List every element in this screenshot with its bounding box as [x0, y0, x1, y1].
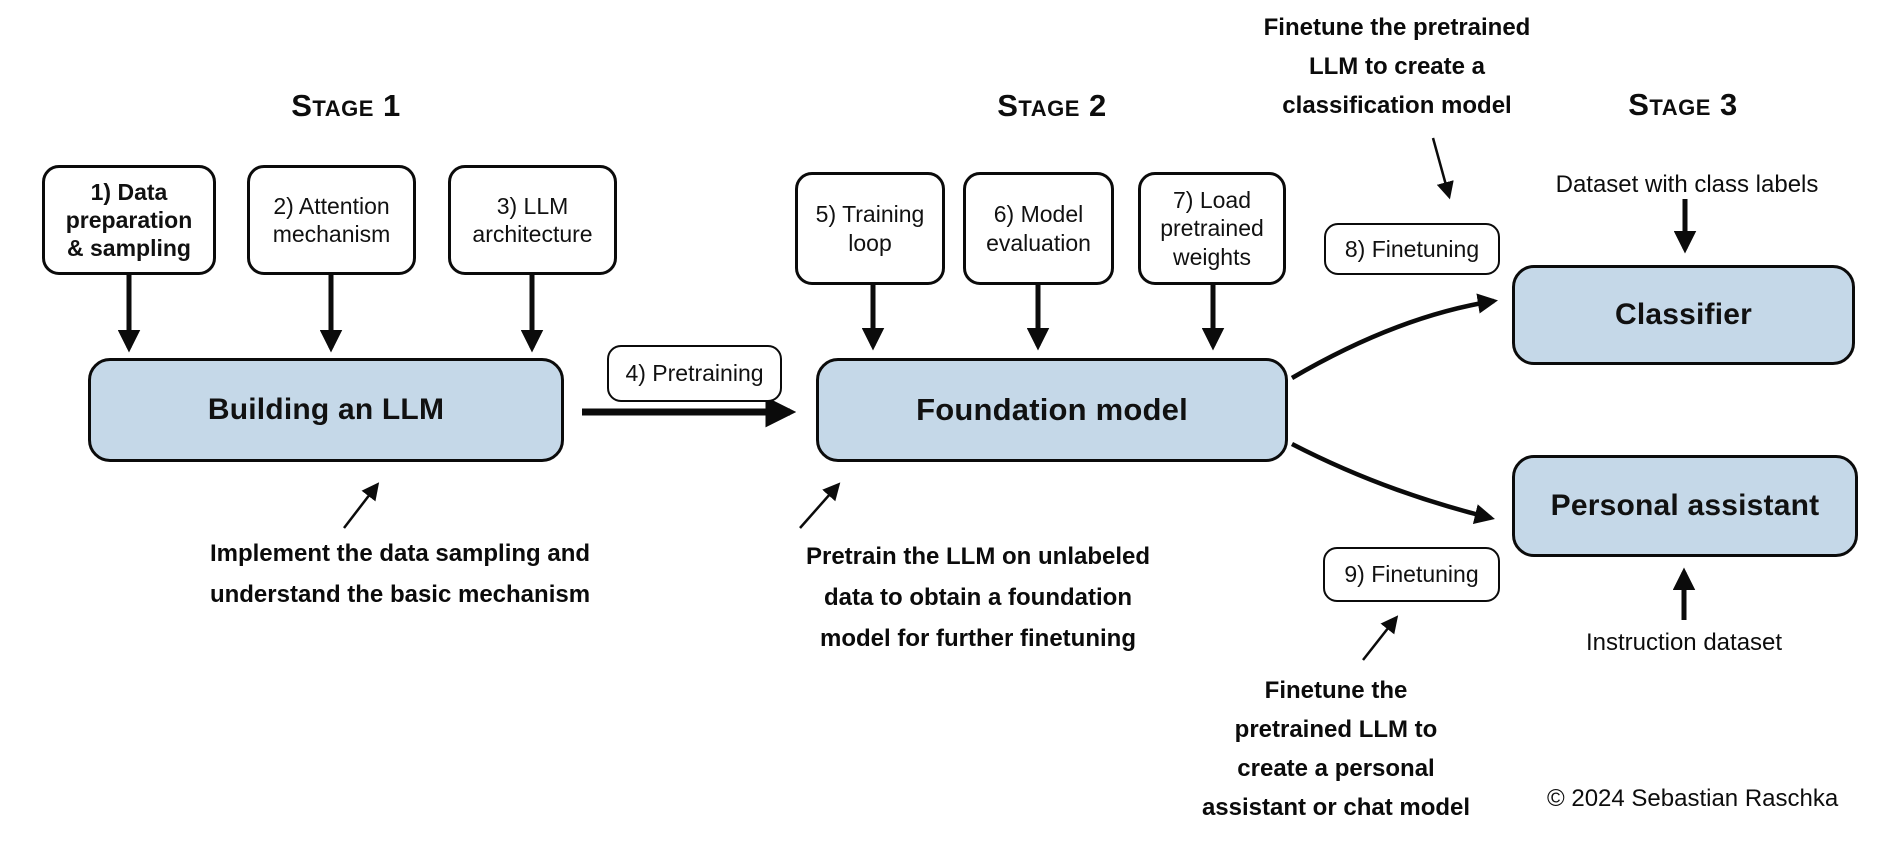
pill-finetuning-8: 8) Finetuning	[1324, 223, 1500, 275]
step-line: evaluation	[986, 229, 1091, 256]
note-line: Finetune the	[1264, 677, 1408, 704]
step-box-load-pretrained-weights: 7) Load pretrained weights	[1138, 172, 1286, 285]
step-box-data-preparation: 1) Data preparation & sampling	[42, 165, 216, 275]
step-line: 2) Attention	[273, 192, 390, 219]
foundation-model-box: Foundation model	[816, 358, 1288, 462]
instruction-dataset-text: Instruction dataset	[1585, 629, 1783, 656]
arrow-implement-note	[343, 482, 380, 529]
pill-label: 9) Finetuning	[1344, 561, 1479, 588]
stage-1-title: Stage 1	[291, 88, 401, 123]
pill-finetuning-9: 9) Finetuning	[1323, 547, 1500, 602]
note-line: LLM to create a	[1308, 53, 1486, 80]
step-line: mechanism	[272, 221, 391, 247]
note-line: classification model	[1282, 92, 1512, 119]
stage-2-title: Stage 2	[997, 88, 1107, 123]
step-line: architecture	[472, 221, 593, 247]
classification-note: Finetune the pretrained LLM to create a …	[1207, 8, 1587, 125]
arrow-pretrain-note	[799, 482, 841, 529]
step-box-model-evaluation: 6) Model evaluation	[963, 172, 1114, 285]
note-line: Pretrain the LLM on unlabeled	[805, 543, 1151, 570]
pill-label: 8) Finetuning	[1344, 235, 1480, 262]
step-line: & sampling	[67, 235, 191, 262]
note-line: Finetune the pretrained	[1263, 14, 1531, 41]
step-line: 1) Data	[90, 178, 168, 205]
pill-pretraining: 4) Pretraining	[607, 345, 782, 402]
note-line: understand the basic mechanism	[209, 581, 591, 608]
step-box-training-loop: 5) Training loop	[795, 172, 945, 285]
arrow-classification-note	[1431, 137, 1454, 200]
copyright-text: © 2024 Sebastian Raschka	[1547, 785, 1839, 812]
step-box-llm-architecture: 3) LLM architecture	[448, 165, 617, 275]
note-line: data to obtain a foundation	[824, 584, 1132, 611]
step-box-attention-mechanism: 2) Attention mechanism	[247, 165, 416, 275]
step-line: 7) Load	[1172, 187, 1251, 214]
step-line: 6) Model	[993, 201, 1084, 228]
building-an-llm-box: Building an LLM	[88, 358, 564, 462]
arrow-chat-note	[1362, 615, 1399, 661]
note-line: pretrained LLM to	[1234, 716, 1438, 743]
pill-label: 4) Pretraining	[625, 360, 764, 387]
arrow-foundation-to-personal	[1290, 442, 1495, 524]
classifier-box: Classifier	[1512, 265, 1855, 365]
step-line: preparation	[65, 206, 193, 233]
arrow-foundation-to-classifier	[1290, 293, 1499, 380]
note-line: model for further finetuning	[820, 625, 1136, 652]
step-line: pretrained	[1160, 215, 1264, 242]
note-line: Implement the data sampling and	[209, 540, 591, 567]
step-line: loop	[848, 229, 892, 256]
box-label: Personal assistant	[1550, 488, 1820, 522]
step-line: 5) Training	[815, 201, 925, 228]
box-label: Classifier	[1614, 297, 1753, 331]
dataset-class-labels-text: Dataset with class labels	[1555, 171, 1819, 198]
step-line: weights	[1173, 243, 1251, 270]
stage-3-title: Stage 3	[1628, 87, 1738, 122]
chat-note: Finetune the pretrained LLM to create a …	[1176, 671, 1496, 827]
note-line: create a personal	[1237, 755, 1435, 782]
step-line: 3) LLM	[496, 192, 569, 219]
box-label: Building an LLM	[207, 392, 445, 426]
note-line: assistant or chat model	[1201, 794, 1471, 821]
pretrain-note: Pretrain the LLM on unlabeled data to ob…	[778, 536, 1178, 659]
personal-assistant-box: Personal assistant	[1512, 455, 1858, 557]
implement-note: Implement the data sampling and understa…	[175, 533, 625, 615]
box-label: Foundation model	[916, 392, 1188, 428]
